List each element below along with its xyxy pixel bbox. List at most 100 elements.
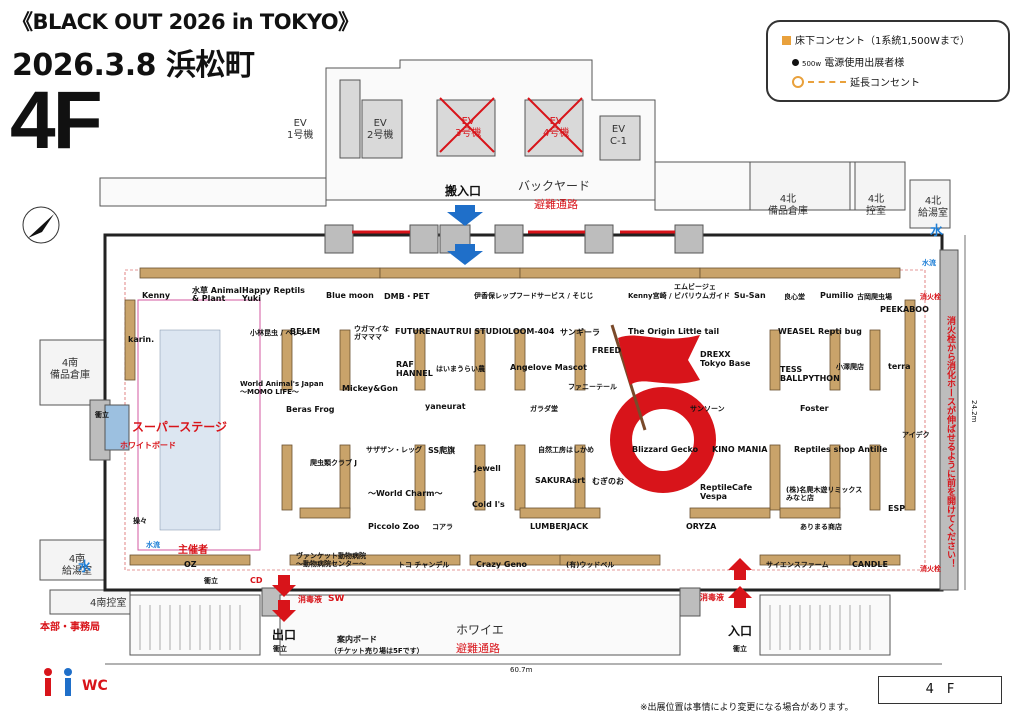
sign-wc: WC (82, 678, 108, 694)
sign-super-stage: スーパーステージ (132, 420, 228, 434)
booth-ibaraki: 伊香保レップフードサービス / そじじ (474, 292, 594, 300)
booth-weasel: WEASEL (778, 327, 815, 336)
booth-belem: BELEM (290, 327, 321, 336)
booth-muzuo: むぎのお (592, 477, 624, 486)
width-dimension-label: 60.7m (510, 666, 533, 674)
elevator-crosses (439, 97, 583, 153)
main-hall (103, 233, 944, 592)
sign-disinfect-right: 消毒液 (700, 593, 724, 602)
booth-kobayashi: 小林昆虫 / ベレン (250, 329, 307, 337)
sign-hq: 本部・事務局 (40, 622, 100, 633)
sign-entrance: 入口 (728, 624, 753, 638)
floor-box: 4 F (878, 676, 1002, 704)
room-kitchen-4n: 4北 給湯室 (918, 196, 948, 219)
booth-sangira: サンギーラ (560, 328, 600, 337)
legend: 床下コンセント（1系統1,500Wまで） 500w 電源使用出展者様 延長コンセ… (766, 20, 1010, 102)
booth-berasfrog: Beras Frog (286, 405, 335, 414)
sign-tsuitate-d: 衝立 (733, 645, 747, 653)
booth-koara: コアラ (432, 523, 453, 531)
room-kitchen-4s: 4南 給湯室 (62, 554, 92, 577)
room-storage-4n: 4北 備品倉庫 (768, 194, 808, 217)
booth-mochi: 良心堂 (784, 293, 805, 301)
room-storage-4s: 4南 備品倉庫 (50, 358, 90, 381)
booth-bluemoon: Blue moon (326, 291, 374, 300)
sign-fire-hydrant-b: 消火栓 (920, 565, 941, 573)
sign-info-note: （チケット売り場は5Fです） (330, 647, 424, 655)
stage-platform (104, 404, 130, 451)
booth-ugamai: ウガマイな ガマママ (354, 325, 389, 341)
booth-futurenaut: FUTURENAUT (395, 327, 456, 336)
height-dimension-label: 24.2m (970, 400, 978, 423)
compass (22, 206, 60, 244)
booth-sasan: サザザン・レッグ (366, 446, 422, 454)
legend-outlet: 床下コンセント（1系統1,500Wまで） (782, 32, 970, 47)
booth-kogawa: 古岡爬虫場 (857, 293, 892, 301)
booth-tables (124, 267, 916, 566)
sign-water-flow-a: 水流 (922, 259, 936, 267)
booth-kenny: Kenny (142, 291, 171, 300)
booth-esp: ESP (888, 504, 906, 513)
booth-epi: エムビージェ (674, 283, 716, 291)
booth-reptiles-antille: Reptiles shop Antille (794, 445, 888, 454)
room-backyard: バックヤード (518, 179, 591, 193)
sign-water-flow-b: 水流 (146, 541, 160, 549)
flag-ring-marker (610, 324, 716, 493)
booth-lumberjack: LUMBERJACK (530, 522, 589, 531)
sign-evac-top: 避難通路 (534, 198, 578, 211)
sign-tsuitate-b: 衝立 (204, 577, 218, 585)
booth-littlet: Little tail (678, 327, 720, 336)
booth-oryza: ORYZA (686, 522, 717, 531)
booth-yaneurat: yaneurat (425, 402, 466, 411)
booth-jewell: Jewell (474, 464, 501, 473)
booth-mickey: Mickey&Gon (342, 384, 398, 393)
booth-kenny-miyagi: Kenny宮崎 / ビバリウムガイド (628, 292, 731, 300)
sign-disinfect-left: 消毒液 (298, 595, 322, 604)
booth-rui: RUI STUDIO (456, 327, 509, 336)
booth-dmb: DMB・PET (384, 292, 430, 301)
legend-extension: 延長コンセント (792, 74, 920, 89)
foyer-area (129, 594, 891, 656)
event-title: 《BLACK OUT 2026 in TOKYO》 (12, 10, 359, 34)
extension-line-icon (808, 81, 846, 83)
stairs (139, 605, 871, 650)
sign-exit: 出口 (272, 628, 297, 642)
side-rooms (39, 161, 951, 615)
booth-reptilecafe: ReptileCafe Vespa (700, 483, 753, 501)
booth-ssfuu: SS爬旗 (428, 446, 456, 455)
booth-woodbell: (有)ウッドベル (566, 561, 615, 569)
sign-water-a: 水 (930, 224, 944, 239)
room-ev2: EV 2号機 (367, 118, 394, 141)
booth-tess: TESS BALLPYTHON (780, 365, 840, 383)
booth-karin: karin. (128, 335, 155, 344)
floor-label: 4F (10, 75, 103, 166)
room-control-4s: 4南控室 (90, 598, 127, 609)
room-control-4n: 4北 控室 (866, 194, 886, 217)
room-foyer: ホワイエ (456, 623, 504, 637)
wc-icon (44, 668, 72, 696)
sign-tsuitate-a: 衝立 (95, 411, 109, 419)
sign-sw: SW (328, 594, 345, 604)
red-arrows (272, 558, 752, 622)
booth-freed: FREED (592, 346, 622, 355)
booth-piccolo: Piccolo Zoo (368, 522, 420, 531)
sign-water-b: 水 (78, 560, 92, 575)
booth-loom: LOOM-404 (508, 327, 555, 336)
booth-science: サイエンスファーム (766, 561, 829, 569)
booth-coldis: Cold I's (472, 500, 505, 509)
stage-area (137, 299, 261, 551)
sign-evac-bottom: 避難通路 (456, 642, 500, 655)
power-dot-icon (792, 59, 799, 66)
booth-arimaru: ありまる商店 (800, 523, 842, 531)
booth-soraso: 操々 (133, 517, 147, 525)
booth-origin: The Origin (628, 327, 676, 336)
sign-tsuitate-c: 衝立 (273, 645, 287, 653)
booth-candle: CANDLE (852, 560, 888, 569)
booth-pumilio: Pumilio (820, 291, 854, 300)
booth-drexx: DREXX Tokyo Base (700, 350, 751, 368)
extension-outlet-icon (792, 76, 804, 88)
booth-toko: トコ チャンデル (398, 561, 450, 569)
booth-terra: terra (888, 362, 911, 371)
sign-entrance-in: 搬入口 (445, 184, 482, 198)
booth-mizugi: 水草 Animal & Plant (192, 286, 242, 303)
booth-garagado: ガラダ堂 (530, 405, 558, 413)
